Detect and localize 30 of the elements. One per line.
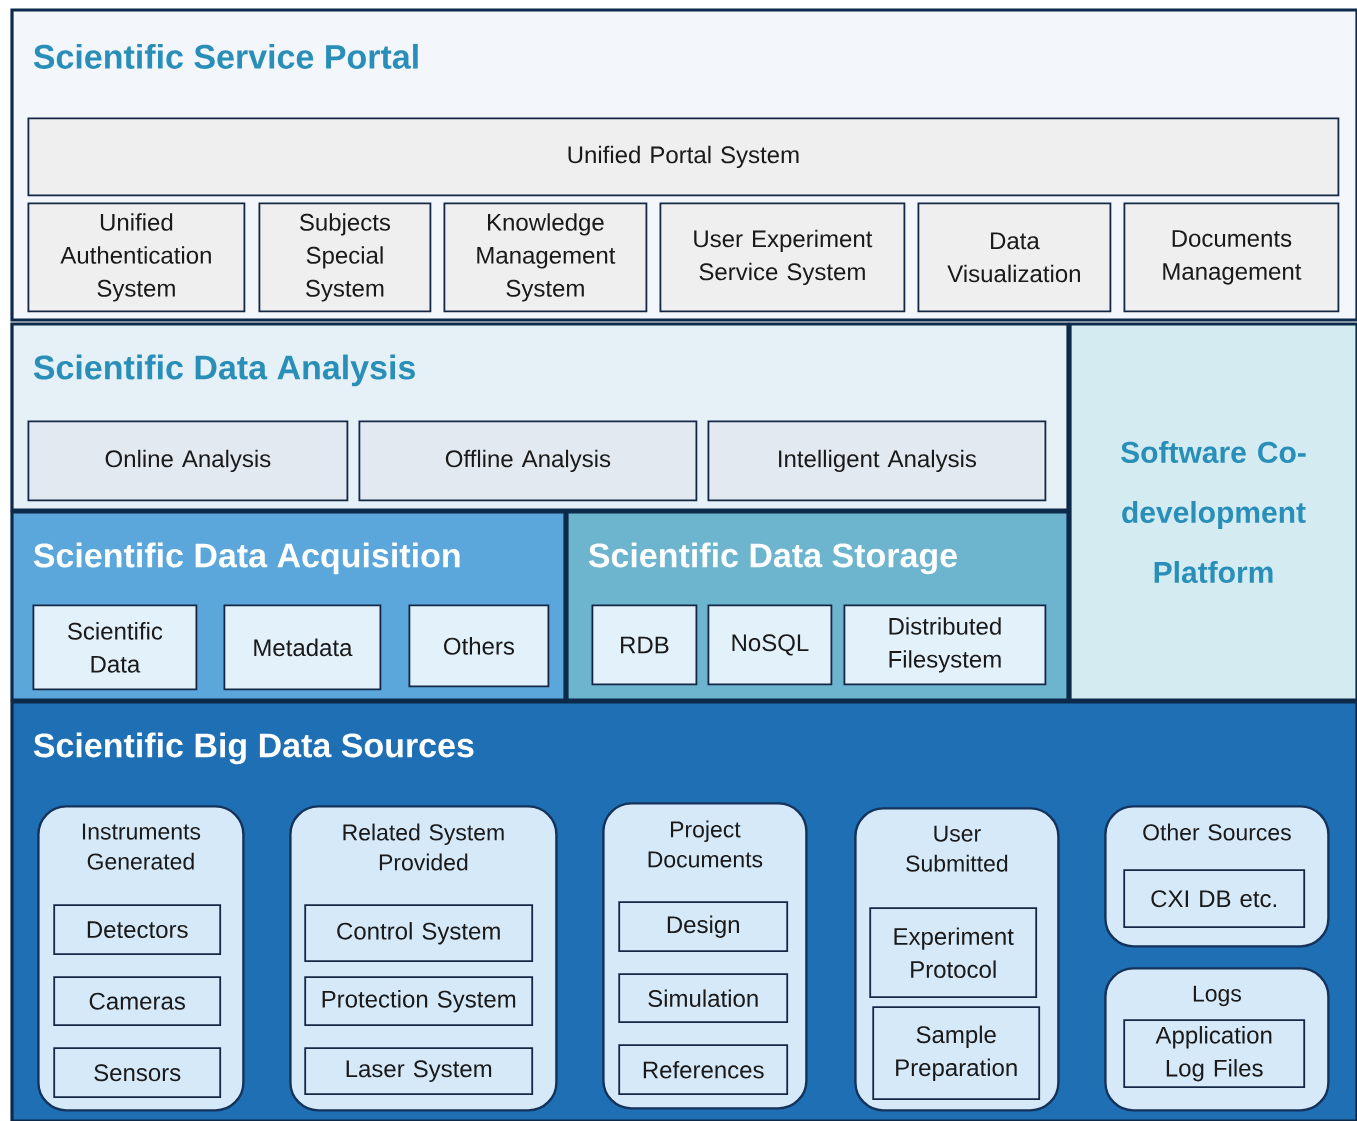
label-box: Unified Authentication System (27, 202, 246, 313)
label-box: Protection System (304, 976, 534, 1027)
label-box: User Experiment Service System (659, 202, 906, 313)
label-box: Control System (304, 904, 534, 963)
label-box: Design (618, 901, 789, 953)
label-box: Data Visualization (917, 202, 1112, 313)
label-box: Laser System (304, 1047, 534, 1096)
label-box: Intelligent Analysis (707, 420, 1047, 502)
label-box: Subjects Special System (258, 202, 432, 313)
panel: Software Co-development Platform (1068, 322, 1357, 702)
label-box: Unified Portal System (27, 117, 1340, 197)
label-box: Scientific Data (32, 604, 198, 691)
label-box: NoSQL (707, 604, 833, 686)
label-box: References (618, 1044, 789, 1096)
label-box: Sample Preparation (872, 1006, 1041, 1101)
label-box: Offline Analysis (358, 420, 698, 502)
label-box: Cameras (53, 976, 222, 1027)
label-box: Knowledge Management System (443, 202, 648, 313)
label-box: Distributed Filesystem (843, 604, 1047, 686)
label-box: Detectors (53, 904, 222, 956)
label-box: CXI DB etc. (1123, 869, 1306, 929)
label-box: Others (408, 604, 550, 688)
label-box: Online Analysis (27, 420, 349, 502)
label-box: Documents Management (1123, 202, 1340, 313)
label-box: Experiment Protocol (869, 907, 1038, 999)
label-box: Sensors (53, 1047, 222, 1099)
label-box: Metadata (223, 604, 382, 691)
label-box: Application Log Files (1123, 1019, 1306, 1089)
label-box: RDB (591, 604, 698, 686)
label-box: Simulation (618, 973, 789, 1024)
